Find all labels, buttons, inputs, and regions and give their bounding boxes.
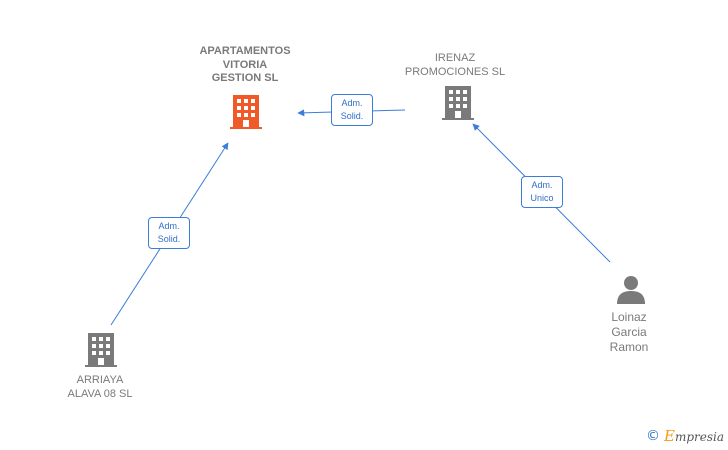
node-apartamentos-label: APARTAMENTOS VITORIA GESTION SL: [185, 45, 305, 86]
building-icon[interactable]: [441, 85, 475, 121]
node-label-line: APARTAMENTOS: [199, 45, 291, 57]
brand-rest: mpresia: [674, 430, 724, 444]
edge-label-irenaz-apartamentos[interactable]: Adm. Solid.: [331, 94, 373, 126]
copyright-icon: ©: [645, 428, 660, 444]
node-label-line: Ramon: [609, 340, 649, 354]
brand-initial: E: [663, 427, 675, 445]
empresia-watermark: © Empresia: [645, 427, 724, 445]
edge-label-arriaya-apartamentos[interactable]: Adm. Solid.: [148, 217, 190, 249]
node-label-line: VITORIA: [222, 58, 268, 71]
edge-label-line: Solid.: [157, 234, 181, 244]
edge-label-line: Adm.: [158, 221, 180, 231]
building-icon[interactable]: [229, 94, 263, 130]
node-label-line: IRENAZ: [434, 52, 476, 64]
brand-logo: Empresia: [664, 427, 724, 445]
node-label-line: Garcia: [611, 325, 647, 339]
node-label-line: GESTION SL: [211, 72, 279, 84]
node-label-line: Loinaz: [611, 310, 647, 324]
person-icon[interactable]: [615, 274, 647, 304]
edge-label-line: Unico: [530, 193, 554, 203]
node-label-line: ALAVA 08 SL: [67, 387, 133, 400]
building-icon[interactable]: [84, 332, 118, 368]
edge-label-loinaz-irenaz[interactable]: Adm. Unico: [521, 176, 563, 208]
edge-label-line: Adm.: [531, 180, 553, 190]
edge-label-line: Adm.: [341, 98, 363, 108]
node-loinaz-label: Loinaz Garcia Ramon: [589, 310, 669, 355]
node-label-line: ARRIAYA: [76, 374, 124, 386]
edge-label-line: Solid.: [340, 111, 364, 121]
node-label-line: PROMOCIONES SL: [404, 65, 506, 78]
node-irenaz-label: IRENAZ PROMOCIONES SL: [395, 52, 515, 79]
node-arriaya-label: ARRIAYA ALAVA 08 SL: [40, 374, 160, 401]
